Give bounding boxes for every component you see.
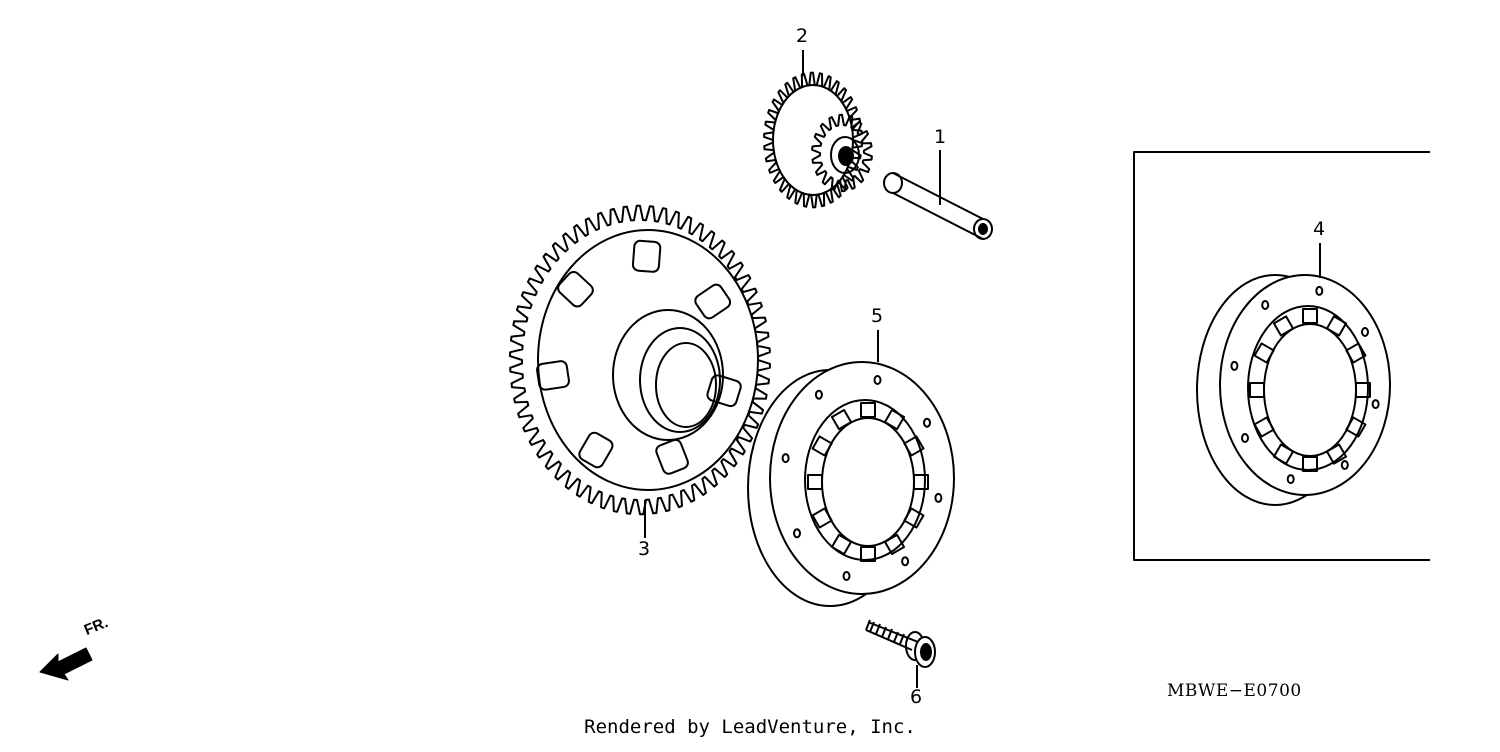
gear-2-teeth <box>763 71 863 209</box>
gear-3-web <box>537 229 759 491</box>
gear-3-window <box>706 374 742 408</box>
bolt-hole <box>923 417 931 428</box>
bolt-hole <box>1371 399 1380 410</box>
bolt-hole <box>793 528 801 539</box>
callout-1: 1 <box>934 126 947 148</box>
gear-2-small-teeth <box>811 113 873 193</box>
gear-3-boss-inner <box>639 327 721 433</box>
callout-5: 5 <box>871 305 884 327</box>
gear-3-window <box>578 431 614 469</box>
gear-2-hub <box>830 136 860 174</box>
gear-3-window <box>536 360 570 391</box>
roller <box>1302 456 1318 472</box>
roller <box>1325 315 1348 337</box>
gear-3-window <box>655 438 689 475</box>
roller <box>883 409 906 431</box>
gear-3-window <box>694 283 732 320</box>
callout-2: 2 <box>796 25 809 47</box>
roller <box>830 409 853 431</box>
roller <box>1345 342 1367 364</box>
gear-3-window <box>631 239 662 273</box>
bolt-hole <box>1230 360 1239 371</box>
bolt-socket <box>920 643 932 661</box>
roller <box>1249 382 1265 398</box>
bolt-hole <box>814 389 823 400</box>
roller <box>903 435 925 457</box>
roller <box>1345 416 1367 438</box>
bolt-hole <box>901 556 910 567</box>
gear-3-teeth <box>509 204 771 516</box>
part-5-clutch[interactable] <box>747 361 955 607</box>
roller <box>913 474 929 490</box>
bolt-hole <box>934 492 943 503</box>
gear-3-window <box>557 270 594 308</box>
roller <box>811 435 833 457</box>
front-direction-arrow <box>39 647 93 681</box>
bolt-hole <box>1315 285 1324 296</box>
part-2-gear[interactable] <box>763 71 873 209</box>
roller <box>1355 382 1371 398</box>
pin-edge-bottom <box>892 192 984 240</box>
callout-3: 3 <box>638 538 651 560</box>
roller <box>903 507 925 529</box>
inset-box <box>1133 151 1430 561</box>
gear-3-boss-outer <box>612 309 724 441</box>
render-credit: Rendered by LeadVenture, Inc. <box>584 716 916 738</box>
bolt-hole <box>842 571 851 581</box>
roller <box>883 533 906 555</box>
bolt-hole <box>1361 327 1369 337</box>
bolt-hole <box>1340 460 1349 470</box>
gear-3-windows <box>536 239 742 475</box>
part-3-gear[interactable] <box>509 204 771 516</box>
roller <box>807 474 823 490</box>
callout-4: 4 <box>1313 218 1326 240</box>
part-6-bolt[interactable] <box>865 619 936 668</box>
diagram-code: MBWE−E0700 <box>1167 681 1302 701</box>
bolt-thread <box>865 619 919 651</box>
pin-end-near <box>973 218 993 240</box>
roller <box>860 546 876 562</box>
gear-3-bore <box>655 342 717 428</box>
callout-6: 6 <box>910 686 923 708</box>
roller <box>1272 315 1295 337</box>
bolt-hole <box>1261 300 1270 310</box>
clutch-5-rollers <box>807 402 929 562</box>
bolt-hole <box>1241 433 1249 443</box>
bolt-hole <box>781 453 790 464</box>
pin-edge-top <box>892 172 984 220</box>
clutch-4-bolt-holes <box>1230 285 1380 485</box>
gear-2-bore <box>838 146 854 166</box>
roller <box>1253 416 1275 438</box>
gear-2-body <box>772 84 854 196</box>
clutch-5-bolt-holes <box>781 375 943 581</box>
roller <box>811 507 833 529</box>
roller <box>1325 443 1348 465</box>
roller <box>830 533 853 555</box>
roller <box>1272 443 1295 465</box>
roller <box>860 402 876 418</box>
bolt-hole <box>1286 474 1295 485</box>
roller <box>1302 308 1318 324</box>
pin-bore <box>978 223 988 235</box>
part-1-pin[interactable] <box>883 172 993 240</box>
clutch-4-rollers <box>1249 308 1371 472</box>
part-4-clutch[interactable] <box>1196 274 1391 506</box>
roller <box>1253 342 1275 364</box>
bolt-hole <box>873 375 882 385</box>
